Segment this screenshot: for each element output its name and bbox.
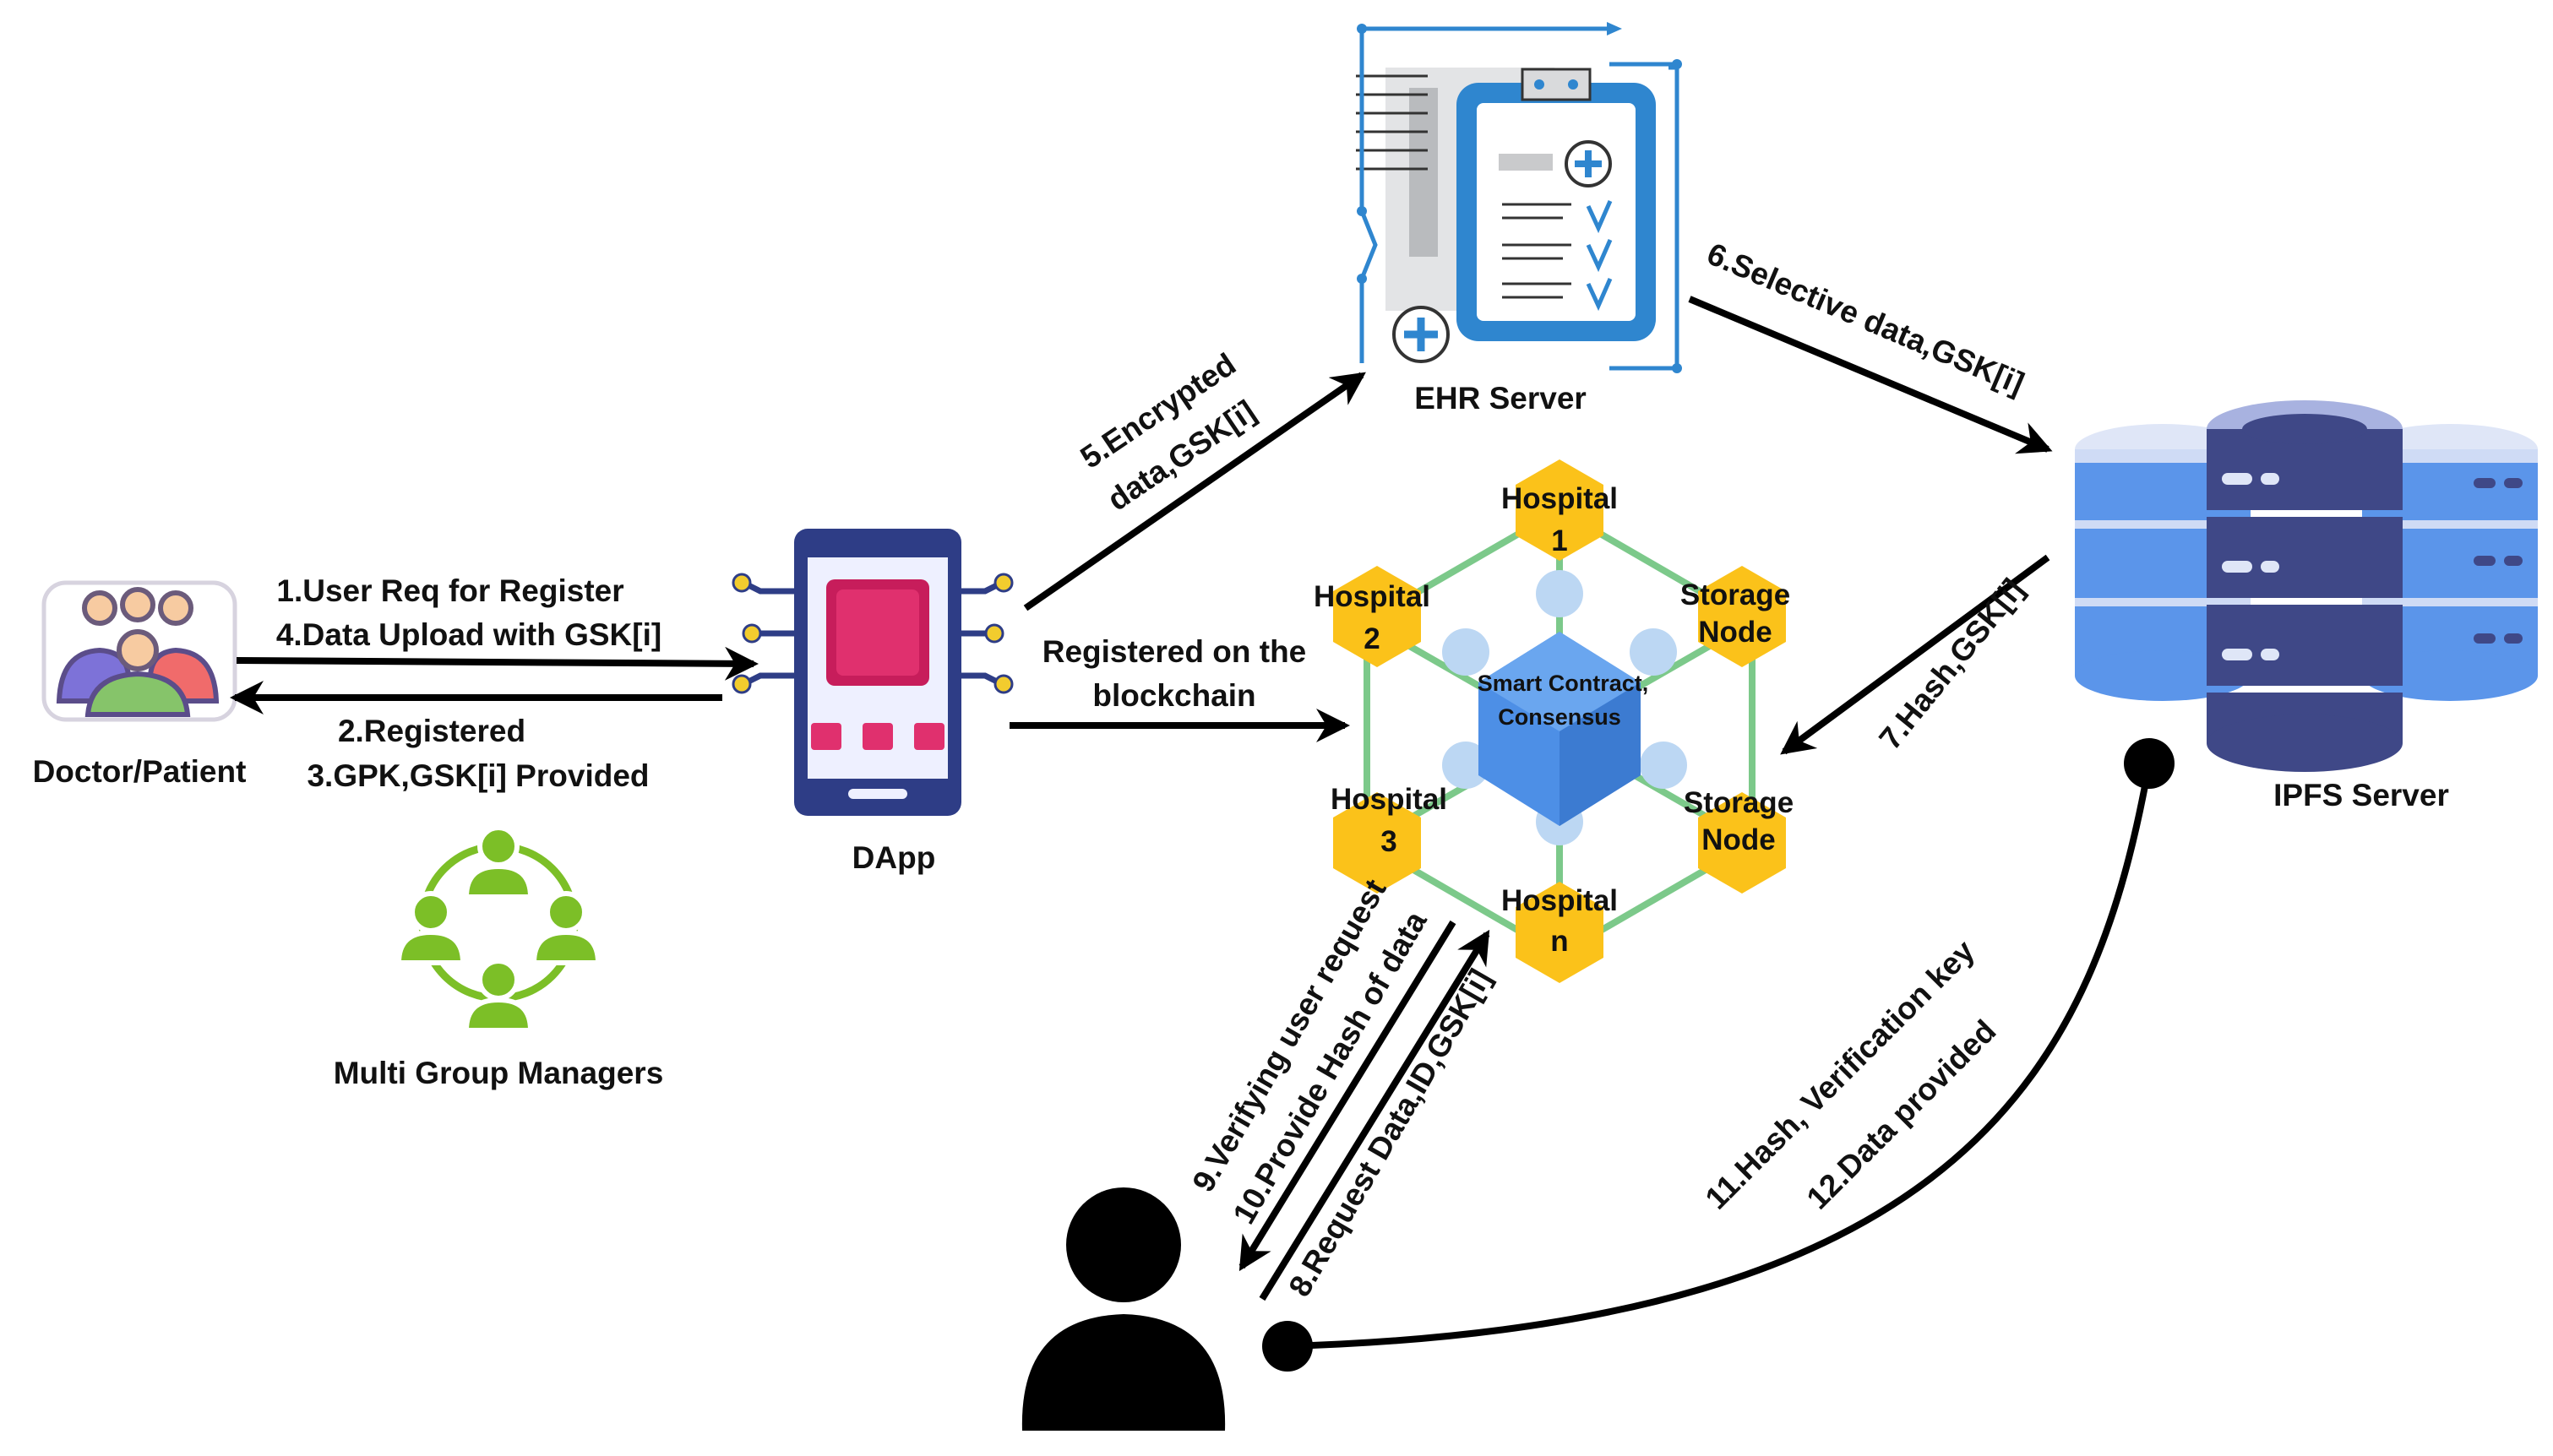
ipfs-server-icon [2075, 400, 2538, 772]
smart-contract-cube [1478, 632, 1641, 826]
arrow-verify-provide-hash [1238, 920, 1456, 1272]
node-label-line1: Storage [1684, 786, 1794, 819]
connector-dot [1442, 628, 1489, 676]
arrow-hash-gsk [1780, 554, 2050, 755]
doctor-patient-icon [41, 580, 237, 722]
node-label-line2: 2 [1364, 622, 1380, 655]
hex-shape [1516, 882, 1603, 983]
connector-dot [1640, 742, 1687, 789]
connector-endpoint [2124, 738, 2175, 789]
node-label-line2: 3 [1380, 825, 1396, 858]
hex-shape [1516, 459, 1603, 561]
step4-label: 4.Data Upload with GSK[i] [276, 617, 661, 652]
step12-label: 12.Data provided [1800, 1013, 2003, 1216]
step1-label: 1.User Req for Register [276, 573, 623, 608]
hospital-3-node: Hospital 3 [1331, 783, 1447, 894]
connector-dot [1442, 742, 1489, 789]
ehr-server-icon [1356, 22, 1682, 373]
node-label-line1: Hospital [1314, 580, 1430, 613]
step3-label: 3.GPK,GSK[i] Provided [307, 758, 649, 793]
group-managers-icon [395, 825, 602, 1033]
smart-contract-label: Smart Contract, [1478, 671, 1649, 696]
hex-shape [1333, 566, 1421, 667]
dapp-label: DApp [852, 840, 936, 875]
connector-dot [1630, 628, 1677, 676]
node-label-line1: Storage [1680, 579, 1790, 611]
hex-shape [1698, 792, 1786, 894]
step2-label: 2.Registered [338, 714, 525, 748]
hex-shape [1698, 566, 1786, 667]
step7-label: 7.Hash,GSK[i] [1872, 572, 2030, 756]
connector-endpoint [1262, 1321, 1313, 1372]
hex-node-layer: Hospital1StorageNodeStorageNodeHospitaln… [1314, 459, 1794, 983]
node-label-line2: n [1550, 925, 1568, 958]
hex-shape [1333, 792, 1421, 894]
consensus-label: Consensus [1498, 704, 1621, 730]
doctor-patient-label: Doctor/Patient [33, 754, 247, 789]
blockchain-network: Smart Contract, Consensus [1364, 506, 1756, 959]
node-label-line2: 1 [1551, 524, 1567, 557]
multi-group-managers-label: Multi Group Managers [334, 1056, 664, 1090]
curve-hash-data-provided [1287, 763, 2153, 1350]
arrow-encrypted-data [1023, 372, 1366, 611]
ipfs-server-label: IPFS Server [2273, 778, 2449, 812]
hospital-n-node: Hospital n [1501, 882, 1618, 983]
user-silhouette-icon [1021, 1187, 1226, 1431]
arrow-request-data [1259, 929, 1490, 1301]
node-label-line2: Node [1698, 616, 1772, 649]
arrow-register-upload [236, 646, 759, 681]
node-label-line2: Node [1701, 823, 1776, 856]
dapp-phone-icon [732, 529, 1014, 816]
hospital-2-node: Hospital 2 [1314, 566, 1430, 667]
hospital-1-node: Hospital 1 [1501, 459, 1618, 561]
connector-dot [1536, 570, 1583, 617]
node-label-line1: Hospital [1501, 884, 1618, 917]
registered-label-line1: Registered on the [1042, 634, 1307, 669]
node-label-line1: Hospital [1501, 482, 1618, 515]
arrow-selective-data [1688, 296, 2053, 454]
registered-label-line2: blockchain [1092, 678, 1255, 713]
node-label-line1: Hospital [1331, 783, 1447, 816]
ehr-server-label: EHR Server [1414, 381, 1587, 416]
